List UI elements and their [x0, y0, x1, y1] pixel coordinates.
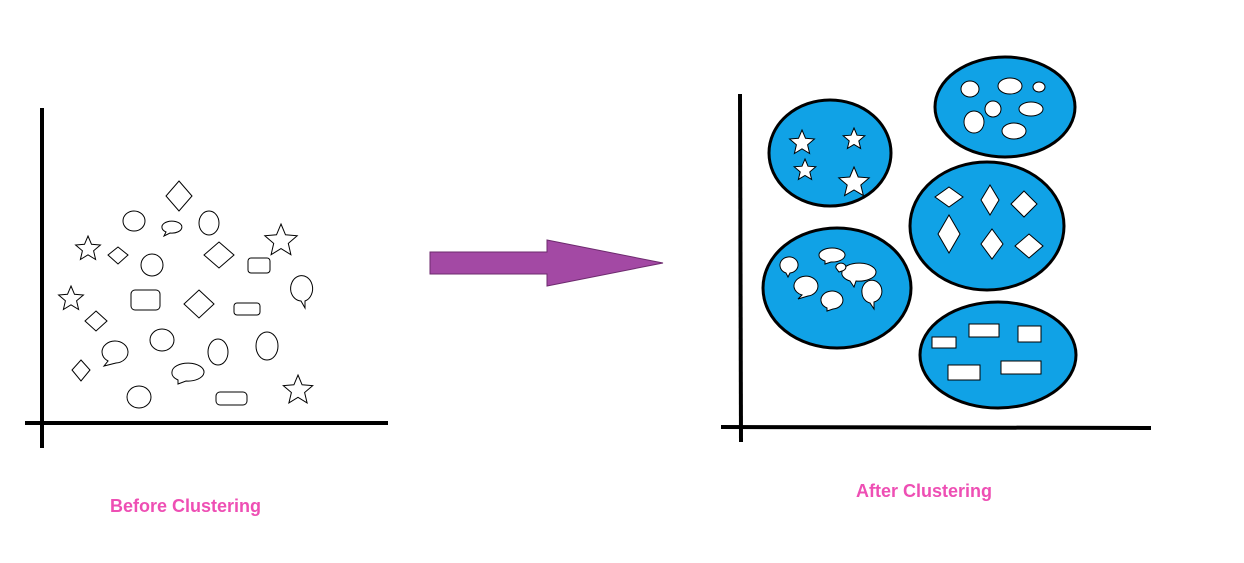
cluster-boundary: [767, 98, 893, 208]
caption-after-clustering: After Clustering: [856, 481, 993, 501]
cluster-speech-bubble: [841, 262, 877, 289]
cluster-boundary: [908, 160, 1066, 292]
before-panel: [25, 108, 388, 448]
point-ellipse: [198, 210, 220, 236]
cluster-rectangle: [947, 364, 981, 381]
cluster-ellipse: [1001, 122, 1027, 140]
point-diamond: [84, 310, 108, 332]
cluster-diamond: [980, 184, 1000, 216]
point-ellipse: [207, 338, 229, 366]
diamonds-cluster: [908, 160, 1066, 292]
cluster-ellipse: [997, 77, 1023, 95]
after-x-axis: [720, 425, 1152, 430]
rectangles-cluster: [918, 300, 1078, 410]
cluster-speech-bubble: [818, 247, 846, 265]
transition-arrow: [429, 239, 664, 287]
cluster-diamond: [1014, 233, 1044, 259]
point-speech-bubble: [161, 220, 183, 238]
point-rounded-rectangle: [215, 391, 248, 406]
point-diamond: [107, 246, 129, 265]
cluster-boundary: [761, 226, 913, 350]
caption-before-clustering: Before Clustering: [110, 496, 262, 516]
cluster-speech-bubble: [779, 256, 799, 279]
point-diamond: [183, 289, 215, 319]
cluster-diamond: [937, 214, 961, 254]
after-panel: [720, 55, 1152, 443]
point-rounded-rectangle: [233, 302, 261, 316]
point-star: [57, 284, 85, 311]
stars-cluster: [767, 98, 893, 208]
cluster-speech-bubble: [861, 279, 883, 311]
point-circle: [140, 253, 164, 277]
cluster-star: [788, 128, 816, 155]
cluster-star: [792, 157, 818, 181]
point-star: [282, 373, 314, 404]
point-star: [263, 222, 299, 256]
point-speech-bubble: [101, 340, 129, 367]
point-star: [74, 234, 102, 261]
point-rounded-rectangle: [130, 289, 161, 311]
cluster-star: [837, 165, 871, 197]
after-y-axis: [738, 93, 743, 443]
before-points: [57, 180, 314, 409]
cluster-speech-bubble: [835, 262, 847, 273]
point-speech-bubble: [171, 362, 205, 385]
circles-cluster: [933, 55, 1077, 159]
cluster-rectangle: [968, 323, 1000, 338]
cluster-boundary: [933, 55, 1077, 159]
cluster-speech-bubble: [793, 275, 819, 300]
cluster-rectangle: [1000, 360, 1042, 375]
point-rounded-rectangle: [247, 257, 271, 274]
point-circle: [149, 328, 175, 352]
cluster-diamond: [1010, 190, 1038, 218]
cluster-ellipse: [960, 80, 980, 98]
cluster-ellipse: [1018, 101, 1044, 117]
point-circle: [126, 385, 152, 409]
point-diamond: [165, 180, 193, 212]
cluster-rectangle: [1017, 325, 1042, 343]
bubbles-cluster: [761, 226, 913, 350]
cluster-speech-bubble: [820, 290, 844, 312]
cluster-ellipse: [963, 110, 985, 134]
point-speech-bubble: [290, 275, 314, 310]
cluster-rectangle: [931, 336, 957, 349]
cluster-diamond: [934, 186, 964, 208]
cluster-boundary: [918, 300, 1078, 410]
point-diamond: [71, 359, 91, 382]
cluster-star: [841, 126, 867, 150]
cluster-ellipse: [984, 100, 1002, 118]
cluster-diamond: [980, 228, 1004, 260]
point-ellipse: [255, 331, 279, 361]
cluster-ellipse: [1032, 81, 1046, 93]
point-diamond: [203, 241, 235, 269]
point-circle: [122, 210, 146, 232]
